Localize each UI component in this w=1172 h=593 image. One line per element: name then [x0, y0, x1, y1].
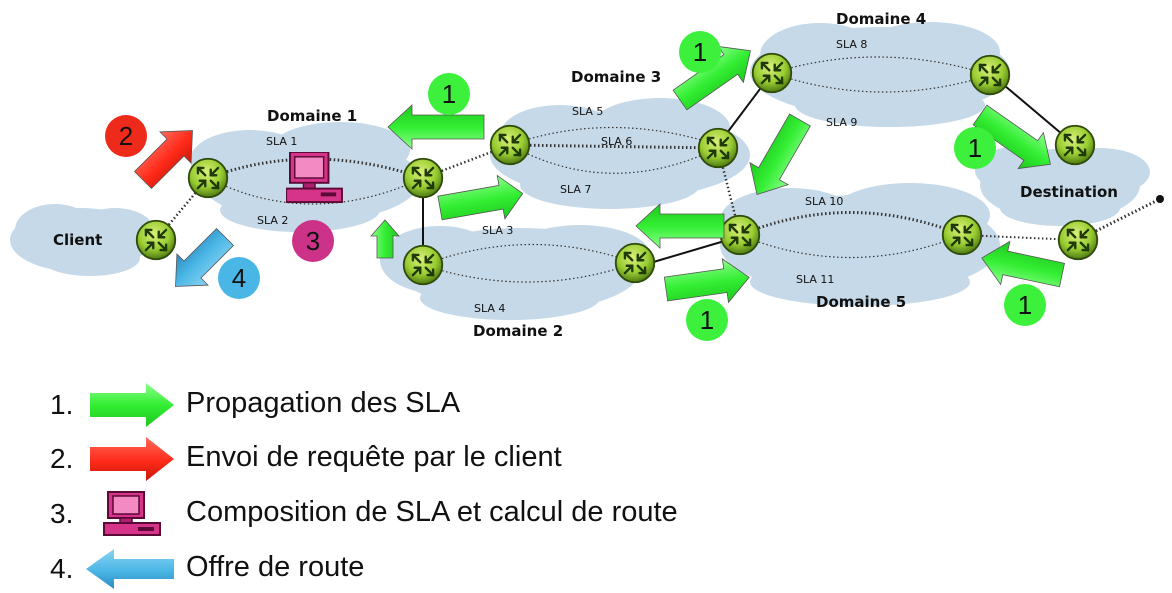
svg-text:2: 2	[119, 121, 133, 151]
sla-labels: SLA 1 SLA 2 SLA 3 SLA 4 SLA 5 SLA 6 SLA …	[257, 38, 867, 315]
legend-number: 2.	[50, 443, 74, 474]
green-arrow-d1	[387, 104, 485, 150]
green-arrow-d1-d2	[437, 174, 524, 221]
badges: 1 1 1 1 1 2 3 4	[105, 31, 1046, 341]
svg-text:1: 1	[700, 305, 714, 335]
router-d1-a[interactable]	[187, 157, 229, 199]
sla-11-label: SLA 11	[796, 273, 834, 286]
legend-number: 4.	[50, 553, 74, 584]
svg-text:3: 3	[306, 226, 320, 256]
legend-text: Composition de SLA et calcul de route	[186, 496, 678, 528]
router-d5-a[interactable]	[719, 214, 761, 256]
router-d2-a[interactable]	[402, 244, 444, 286]
green-arrow-dest-d5	[981, 240, 1065, 288]
svg-text:1: 1	[442, 79, 456, 109]
legend-number: 3.	[50, 498, 74, 529]
router-destination-a[interactable]	[1054, 124, 1096, 166]
green-arrow-up	[370, 219, 400, 259]
sla-6-label: SLA 6	[601, 135, 632, 148]
label-domaine-5: Domaine 5	[816, 293, 906, 311]
svg-text:4: 4	[232, 263, 246, 293]
sla-8-label: SLA 8	[836, 38, 867, 51]
sla-1-label: SLA 1	[266, 135, 297, 148]
sla-10-label: SLA 10	[805, 195, 843, 208]
legend-item-offer: 4. Offre de route	[0, 545, 1172, 593]
badge-1: 1	[679, 31, 721, 73]
arrows	[133, 45, 1065, 304]
cloud-destination	[975, 146, 1150, 226]
cloud-domaine-3	[490, 98, 750, 209]
legend-item-request: 2. Envoi de requête par le client	[0, 435, 1172, 483]
green-arrow-d5-d2	[635, 203, 725, 249]
router-destination-b[interactable]	[1057, 219, 1099, 261]
router-client[interactable]	[135, 219, 177, 261]
domain-labels: Client Domaine 1 Domaine 2 Domaine 3 Dom…	[53, 10, 1118, 340]
label-domaine-2: Domaine 2	[473, 322, 563, 340]
label-destination: Destination	[1020, 183, 1118, 201]
label-domaine-1: Domaine 1	[267, 107, 357, 125]
badge-1: 1	[428, 73, 470, 115]
badge-2: 2	[105, 115, 147, 157]
cloud-client	[10, 204, 155, 276]
router-d5-b[interactable]	[941, 214, 983, 256]
legend-number: 1.	[50, 389, 74, 420]
legend-text: Propagation des SLA	[186, 387, 461, 419]
badge-1: 1	[1004, 284, 1046, 326]
label-domaine-4: Domaine 4	[836, 10, 926, 28]
sla-4-label: SLA 4	[474, 302, 505, 315]
svg-text:1: 1	[968, 133, 982, 163]
svg-text:1: 1	[693, 37, 707, 67]
red-request-arrow	[133, 130, 193, 190]
sla-2-label: SLA 2	[257, 214, 288, 227]
sla-3-label: SLA 3	[482, 224, 513, 237]
green-arrow-d3-d4	[672, 45, 751, 111]
legend-item-composition: 3. Composition de SLA et calcul de route	[0, 490, 1172, 538]
green-arrow-icon	[90, 383, 174, 427]
blue-offer-arrow	[175, 227, 235, 287]
computer-icon	[103, 491, 161, 536]
svg-text:1: 1	[1018, 290, 1032, 320]
legend-text: Envoi de requête par le client	[186, 441, 562, 473]
sla-9-label: SLA 9	[826, 116, 857, 129]
label-client: Client	[53, 231, 102, 249]
router-d2-b[interactable]	[614, 242, 656, 284]
sla-7-label: SLA 7	[560, 183, 591, 196]
red-arrow-icon	[90, 437, 174, 481]
legend-text: Offre de route	[186, 551, 365, 583]
network-diagram: 1 1 1 1 1 2 3 4 Client Domaine 1 Domaine…	[10, 10, 1164, 341]
router-d1-b[interactable]	[402, 157, 444, 199]
router-d3-a[interactable]	[489, 124, 531, 166]
label-domaine-3: Domaine 3	[571, 68, 661, 86]
router-d4-b[interactable]	[969, 54, 1011, 96]
sla-5-label: SLA 5	[572, 105, 603, 118]
green-arrow-d2-d5	[663, 258, 750, 304]
badge-4: 4	[218, 257, 260, 299]
legend-item-propagation: 1. Propagation des SLA	[0, 381, 1172, 429]
blue-arrow-icon	[86, 549, 174, 589]
badge-1: 1	[954, 127, 996, 169]
router-d4-a[interactable]	[751, 52, 793, 94]
green-arrow-d4-d5	[749, 113, 811, 195]
badge-3: 3	[292, 220, 334, 262]
router-d3-b[interactable]	[697, 127, 739, 169]
badge-1: 1	[686, 299, 728, 341]
legend: 1. Propagation des SLA 2. Envoi de requê…	[0, 372, 1172, 590]
endpoint-dot	[1156, 195, 1164, 203]
